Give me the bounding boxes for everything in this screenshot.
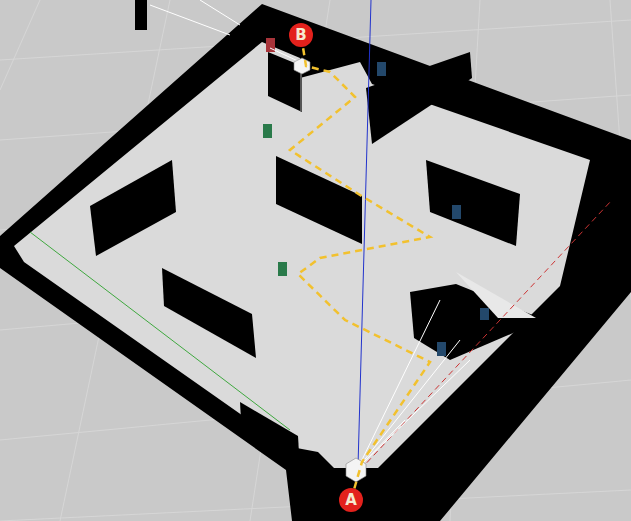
- point-label: B: [295, 28, 306, 43]
- laser-fan: [456, 272, 536, 318]
- z-axis: [358, 0, 371, 466]
- marker-circle: A: [339, 488, 363, 512]
- point-label: A: [345, 493, 357, 508]
- y-axis: [30, 232, 290, 430]
- outer-wall: [0, 4, 631, 521]
- marker-circle: B: [289, 23, 313, 47]
- laser-rays: [150, 0, 470, 468]
- markers: [135, 0, 489, 356]
- maze-floor: [14, 42, 590, 468]
- robot-path: [290, 47, 430, 489]
